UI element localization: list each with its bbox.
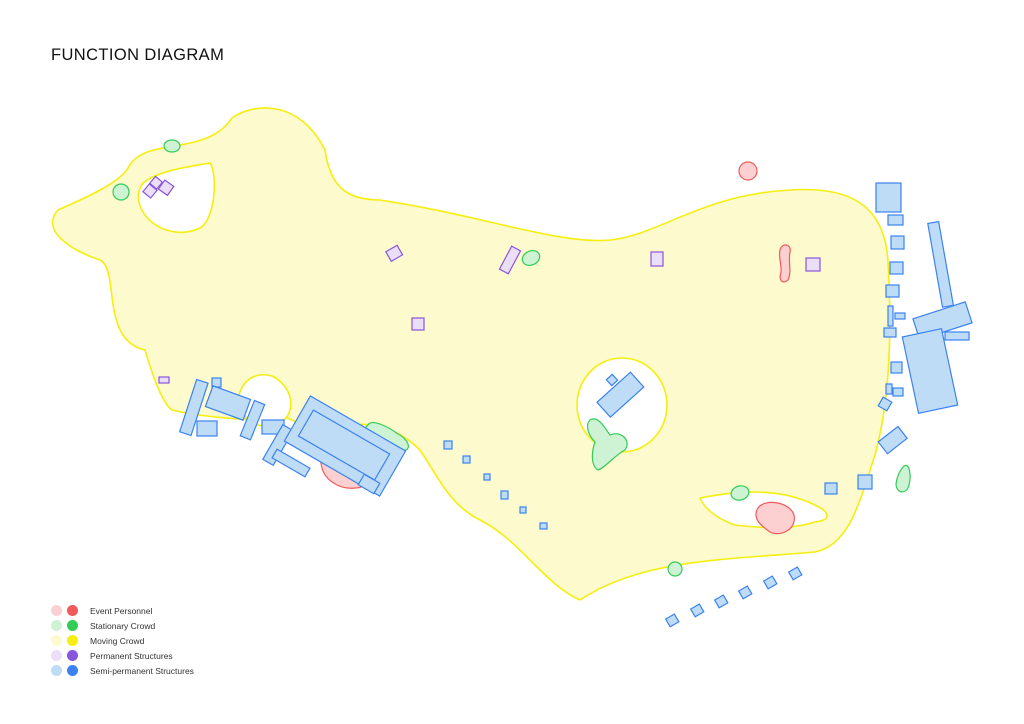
legend-item-stationary-crowd: Stationary Crowd (51, 618, 194, 633)
stationary-crowd-zone (521, 250, 541, 266)
semi-permanent-structure (944, 331, 970, 341)
stationary-crowd-strong-swatch-icon (67, 620, 78, 631)
permanent-structures-light-swatch-icon (51, 650, 62, 661)
semi-permanent-structure (204, 385, 252, 421)
stationary-crowd-zones (112, 139, 911, 577)
page-title: FUNCTION DIAGRAM (51, 46, 225, 64)
semi-permanent-structure (689, 603, 705, 618)
stationary-crowd-zone (895, 464, 911, 493)
semi-permanent-structure (519, 506, 527, 514)
permanent-structure (142, 183, 158, 199)
event-personnel-zone (778, 244, 791, 283)
semi-permanent-structure (261, 423, 295, 467)
moving-crowd-area (51, 107, 891, 601)
semi-permanent-structure (713, 594, 729, 609)
permanent-structure (148, 175, 164, 190)
semi-permanent-structure (737, 585, 753, 600)
permanent-structure (411, 317, 425, 331)
semi-permanent-structure (887, 305, 894, 327)
semi-permanent-structure (239, 399, 266, 441)
stationary-crowd-zone (586, 418, 628, 471)
legend-label: Moving Crowd (90, 635, 145, 646)
semi-permanent-structure (877, 425, 909, 455)
legend-item-semi-permanent-structures: Semi-permanent Structures (51, 663, 194, 678)
legend-label: Permanent Structures (90, 650, 173, 661)
event-personnel-zone (738, 161, 758, 181)
semi-permanent-structure (596, 371, 645, 418)
stationary-crowd-zone (163, 139, 181, 153)
permanent-structure (650, 251, 664, 267)
semi-permanent-structure (196, 420, 218, 437)
stationary-crowd-zone (730, 485, 750, 501)
legend-item-moving-crowd: Moving Crowd (51, 633, 194, 648)
semi-permanent-structure (483, 473, 491, 481)
legend: Event Personnel Stationary Crowd Moving … (51, 603, 194, 678)
permanent-structure (805, 257, 821, 272)
semi-permanent-structure (539, 522, 548, 530)
moving-crowd-strong-swatch-icon (67, 635, 78, 646)
legend-label: Semi-permanent Structures (90, 665, 194, 676)
semi-permanent-structure (885, 284, 900, 298)
semi-permanent-structure (927, 220, 955, 308)
semi-permanent-structure (901, 327, 959, 415)
semi-permanent-structure (889, 261, 904, 275)
semi-permanent-structure (890, 361, 903, 374)
semi-permanent-structures (178, 182, 973, 628)
semi-permanent-structure (875, 182, 902, 213)
semi-permanent-structure (443, 440, 453, 450)
moving-crowd-light-swatch-icon (51, 635, 62, 646)
semi-permanent-structure (605, 373, 619, 387)
semi-permanent-structure (887, 214, 904, 226)
legend-label: Event Personnel (90, 605, 153, 616)
semi-permanent-structure (357, 473, 381, 495)
semi-permanent-structure (271, 448, 311, 478)
event-personnel-strong-swatch-icon (67, 605, 78, 616)
semi-permanent-structure (883, 327, 897, 338)
semi-permanent-structure (894, 312, 906, 320)
event-personnel-light-swatch-icon (51, 605, 62, 616)
semi-permanent-structure (890, 235, 905, 250)
semi-permanent-structures-light-swatch-icon (51, 665, 62, 676)
stationary-crowd-light-swatch-icon (51, 620, 62, 631)
semi-permanent-structure (297, 409, 391, 481)
semi-permanent-structure (178, 378, 209, 437)
permanent-structures-strong-swatch-icon (67, 650, 78, 661)
semi-permanent-structure (462, 455, 471, 464)
permanent-structures (142, 175, 821, 384)
semi-permanent-structures-strong-swatch-icon (67, 665, 78, 676)
semi-permanent-structure (912, 301, 973, 341)
semi-permanent-structure (824, 482, 838, 495)
semi-permanent-structure (762, 575, 778, 590)
permanent-structure (157, 179, 175, 197)
permanent-structure (158, 376, 170, 384)
stationary-crowd-zone (112, 183, 130, 201)
legend-item-permanent-structures: Permanent Structures (51, 648, 194, 663)
semi-permanent-structure (500, 490, 509, 500)
semi-permanent-structure (892, 387, 904, 397)
semi-permanent-structure (885, 383, 893, 395)
event-personnel-zone (755, 501, 795, 535)
permanent-structure (498, 245, 522, 275)
stationary-crowd-zone (667, 561, 683, 577)
legend-label: Stationary Crowd (90, 620, 156, 631)
semi-permanent-structure (664, 613, 680, 628)
semi-permanent-structure (857, 474, 873, 490)
permanent-structure (384, 244, 404, 263)
semi-permanent-structure (787, 566, 803, 581)
semi-permanent-structure (877, 396, 893, 412)
legend-item-event-personnel: Event Personnel (51, 603, 194, 618)
